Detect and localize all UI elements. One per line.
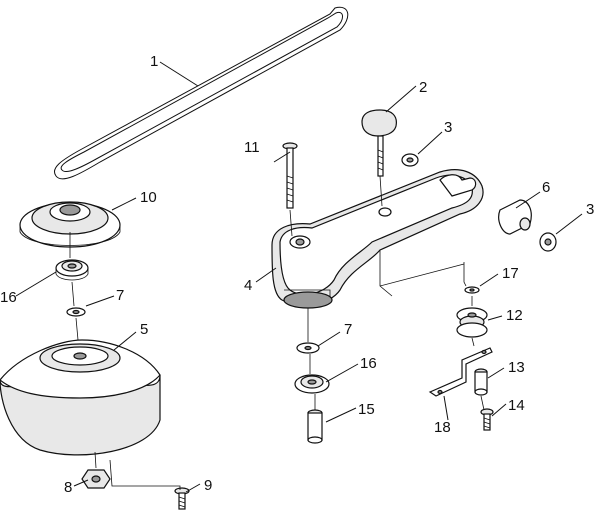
label-1: 1: [150, 53, 158, 70]
label-18: 18: [434, 419, 451, 436]
part-17-washer: [464, 286, 480, 294]
label-13: 13: [508, 359, 525, 376]
label-7-left: 7: [116, 287, 124, 304]
label-2: 2: [419, 79, 427, 96]
assembly-lines: [69, 175, 485, 490]
part-12-idler-pulley: [456, 307, 488, 338]
label-15: 15: [358, 401, 375, 418]
part-16-bearing-left: [55, 259, 89, 281]
part-1-belt: [54, 6, 349, 180]
label-11: 11: [244, 139, 260, 156]
label-17: 17: [502, 265, 519, 282]
part-2-knob: [361, 109, 397, 177]
part-15-spacer: [307, 409, 323, 444]
label-10: 10: [140, 189, 157, 206]
label-14: 14: [508, 397, 525, 414]
part-9-screw: [174, 487, 190, 510]
part-3-washer-right: [539, 232, 557, 252]
label-12: 12: [506, 307, 523, 324]
part-7-washer-center: [296, 342, 320, 354]
part-7-washer-left: [66, 307, 86, 317]
label-5: 5: [140, 321, 148, 338]
label-16-center: 16: [360, 355, 377, 372]
label-3-right: 3: [586, 201, 594, 218]
part-16-bearing-center: [294, 374, 330, 394]
part-8-nut: [81, 469, 111, 489]
leader-lines: [15, 61, 583, 493]
label-16-left: 16: [0, 289, 17, 306]
part-13-spacer: [474, 368, 488, 396]
callout-labels: 1 2 3 11 10 6 3 4 16 7 17 5 12 7 16 13 1…: [0, 53, 594, 496]
label-8: 8: [64, 479, 72, 496]
label-3-top: 3: [444, 119, 452, 136]
part-3-washer-top: [401, 153, 419, 167]
part-14-screw: [480, 408, 494, 431]
part-18-bracket: [428, 347, 493, 397]
part-11-bolt: [282, 142, 298, 209]
part-4-arm: [271, 169, 484, 309]
part-6-spacer: [498, 199, 532, 235]
label-6: 6: [542, 179, 550, 196]
label-7-center: 7: [344, 321, 352, 338]
label-9: 9: [204, 477, 212, 494]
label-4: 4: [244, 277, 252, 294]
part-5-brush: [0, 339, 161, 456]
